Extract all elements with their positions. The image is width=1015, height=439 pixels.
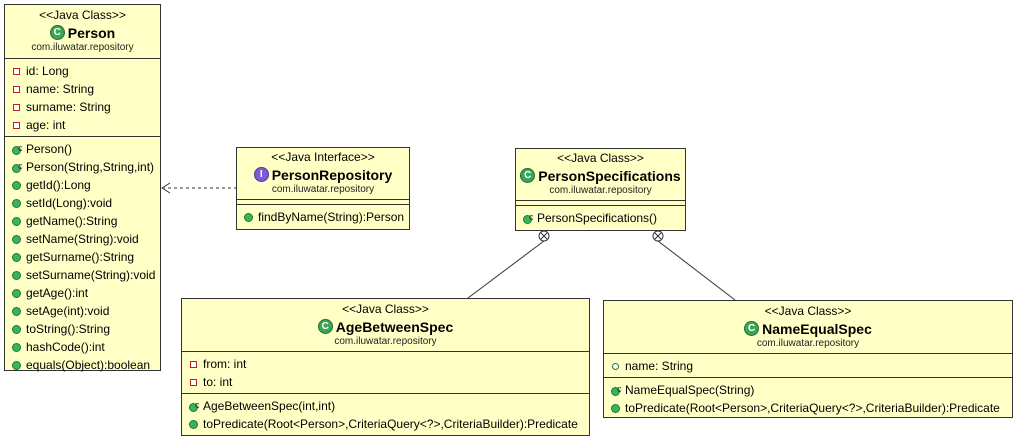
public-method-icon (11, 269, 23, 281)
public-method-icon (11, 197, 23, 209)
field-row: name: String (5, 80, 160, 98)
stereotype: <<Java Class>> (557, 151, 644, 165)
stereotype: <<Java Class>> (342, 302, 429, 316)
public-method-icon (11, 359, 23, 371)
package-name: com.iluwatar.repository (271, 183, 375, 195)
field-row: name: String (604, 357, 1012, 375)
constructor-icon (188, 396, 200, 414)
method-row: equals(Object):boolean (5, 356, 160, 374)
field-row: from: int (182, 355, 589, 373)
method-row: Person() (5, 139, 160, 158)
method-row: PersonSpecifications() (516, 208, 685, 227)
method-row: getAge():int (5, 284, 160, 302)
class-icon: C (520, 168, 536, 183)
constructor-icon (11, 139, 23, 157)
nesting-anchor-name-icon (652, 230, 664, 242)
nesting-line-name (657, 240, 736, 301)
methods-section: AgeBetweenSpec(int,int) toPredicate(Root… (182, 394, 589, 435)
class-icon: C (744, 321, 760, 336)
method-row: hashCode():int (5, 338, 160, 356)
class-icon: C (317, 319, 333, 334)
method-row: AgeBetweenSpec(int,int) (182, 396, 589, 415)
public-method-icon (11, 179, 23, 191)
fields-section (516, 201, 685, 206)
stereotype: <<Java Class>> (39, 8, 126, 22)
fields-section: name: String (604, 354, 1012, 378)
interface-icon: I (253, 167, 269, 182)
private-field-icon (188, 358, 200, 370)
public-method-icon (243, 211, 255, 223)
public-method-icon (11, 323, 23, 335)
package-field-icon (610, 360, 622, 372)
method-row: toPredicate(Root<Person>,CriteriaQuery<?… (182, 415, 589, 433)
method-row: getId():Long (5, 176, 160, 194)
package-name: com.iluwatar.repository (549, 184, 652, 196)
field-row: to: int (182, 373, 589, 391)
private-field-icon (11, 83, 23, 95)
constructor-icon (522, 208, 534, 226)
fields-section: from: int to: int (182, 352, 589, 394)
public-method-icon (11, 305, 23, 317)
constructor-icon (11, 157, 23, 175)
nesting-anchor-age-icon (538, 230, 550, 242)
private-field-icon (11, 101, 23, 113)
dependency-arrowhead (161, 182, 171, 194)
public-method-icon (11, 287, 23, 299)
method-row: Person(String,String,int) (5, 157, 160, 176)
field-row: surname: String (5, 98, 160, 116)
method-row: NameEqualSpec(String) (604, 380, 1012, 399)
field-row: id: Long (5, 62, 160, 80)
public-method-icon (11, 233, 23, 245)
methods-section: findByName(String):Person (237, 205, 409, 228)
method-row: setId(Long):void (5, 194, 160, 212)
methods-section: NameEqualSpec(String) toPredicate(Root<P… (604, 378, 1012, 419)
method-row: getName():String (5, 212, 160, 230)
public-method-icon (610, 402, 622, 414)
nesting-line-age (467, 240, 545, 299)
class-name: PersonSpecifications (538, 167, 681, 184)
method-row: setAge(int):void (5, 302, 160, 320)
public-method-icon (11, 215, 23, 227)
class-name: NameEqualSpec (762, 320, 872, 337)
method-row: findByName(String):Person (237, 208, 409, 226)
method-row: setSurname(String):void (5, 266, 160, 284)
public-method-icon (188, 418, 200, 430)
class-name: Person (67, 24, 116, 41)
method-row: toString():String (5, 320, 160, 338)
fields-section (237, 200, 409, 205)
private-field-icon (11, 119, 23, 131)
package-name: com.iluwatar.repository (756, 337, 860, 349)
method-row: toPredicate(Root<Person>,CriteriaQuery<?… (604, 399, 1012, 417)
package-name: com.iluwatar.repository (334, 335, 437, 347)
stereotype: <<Java Interface>> (271, 150, 375, 164)
methods-section: PersonSpecifications() (516, 206, 685, 229)
class-icon: C (49, 25, 65, 40)
field-row: age: int (5, 116, 160, 134)
private-field-icon (11, 65, 23, 77)
fields-section: id: Long name: String surname: String ag… (5, 59, 160, 137)
method-row: getSurname():String (5, 248, 160, 266)
stereotype: <<Java Class>> (764, 304, 852, 318)
class-name: AgeBetweenSpec (335, 318, 454, 335)
class-name: PersonRepository (271, 166, 393, 183)
private-field-icon (188, 376, 200, 388)
methods-section: Person() Person(String,String,int) getId… (5, 137, 160, 376)
method-row: setName(String):void (5, 230, 160, 248)
public-method-icon (11, 341, 23, 353)
public-method-icon (11, 251, 23, 263)
package-name: com.iluwatar.repository (31, 41, 134, 53)
constructor-icon (610, 380, 622, 398)
